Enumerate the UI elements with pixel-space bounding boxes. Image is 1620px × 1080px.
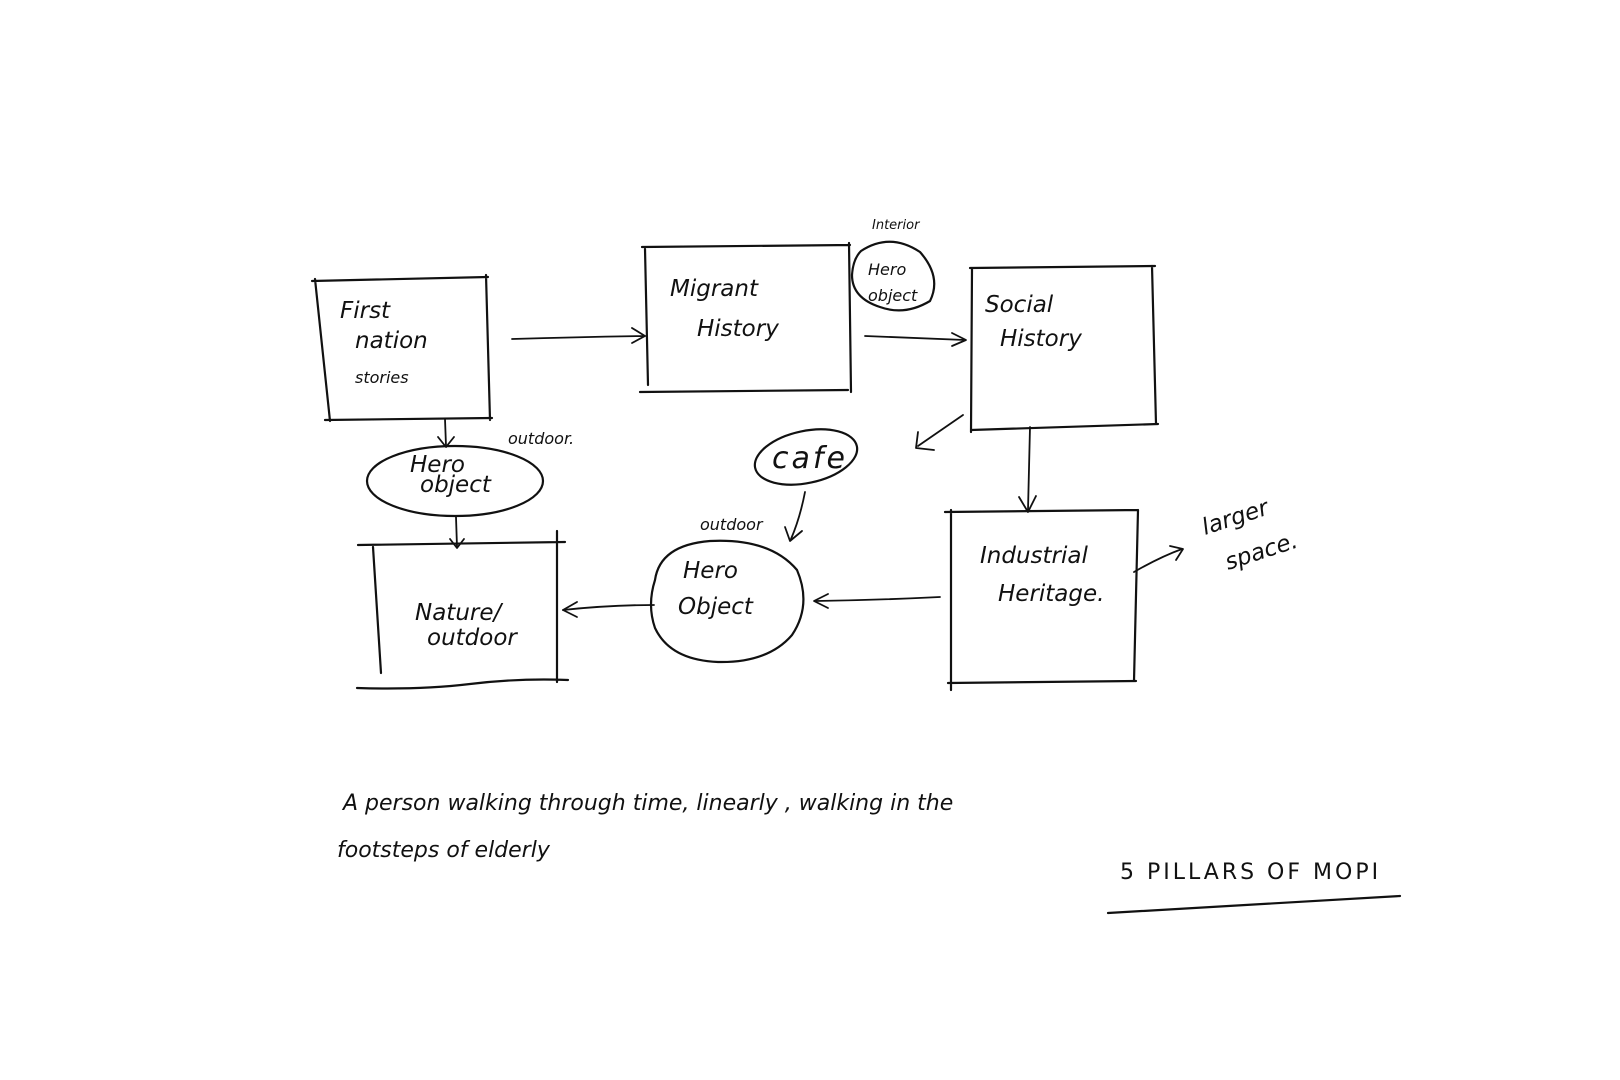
hero-interior-label-line2: object — [868, 286, 918, 305]
first-nation-box: First nation stories — [310, 273, 494, 423]
note-line1: A person walking through time, linearly … — [341, 791, 953, 816]
larger-space-line2: space. — [1222, 528, 1301, 576]
title-text: 5 PILLARS OF MOPI — [1120, 860, 1381, 885]
outdoor-top-tag: outdoor. — [508, 429, 574, 448]
arrow-social-to-cafe — [915, 414, 964, 451]
social-history-box: Social History — [968, 264, 1160, 434]
walking-note: A person walking through time, linearly … — [337, 791, 953, 863]
nature-label-line2: outdoor — [427, 625, 518, 651]
cafe-node: cafe — [753, 428, 859, 486]
hero-object-interior: Hero object Interior — [850, 218, 936, 312]
arrow-first-to-hero-top — [437, 418, 455, 448]
nature-label-line1: Nature/ — [415, 600, 504, 626]
hero-interior-label-line1: Hero — [868, 260, 906, 279]
larger-space-note: larger space. — [1199, 494, 1301, 575]
first-nation-label-line2: nation — [355, 328, 428, 354]
industrial-heritage-box: Industrial Heritage. — [943, 508, 1140, 692]
social-label-line1: Social — [985, 292, 1054, 318]
nature-outdoor-box: Nature/ outdoor — [355, 529, 570, 690]
migrant-label-line1: Migrant — [670, 276, 759, 302]
arrow-hero-top-to-nature — [449, 516, 465, 549]
arrow-industrial-to-larger-space — [1133, 545, 1184, 573]
cafe-label: cafe — [772, 441, 848, 476]
arrow-industrial-to-hero-bottom — [813, 593, 941, 609]
note-line2: footsteps of elderly — [337, 838, 551, 863]
pillars-title: 5 PILLARS OF MOPI — [1106, 860, 1402, 915]
hero-outdoor-top-label-line1: Hero — [410, 452, 465, 478]
arrow-first-to-migrant — [511, 327, 646, 344]
social-label-line2: History — [1000, 326, 1082, 352]
arrow-hero-bottom-to-nature — [562, 601, 655, 618]
first-nation-label-line1: First — [340, 298, 391, 324]
hero-outdoor-top-label-line2: object — [420, 472, 492, 498]
hero-outdoor-bottom-label-line2: Object — [678, 594, 754, 620]
larger-space-line1: larger — [1199, 494, 1273, 540]
arrow-social-to-industrial — [1018, 426, 1037, 513]
interior-tag: Interior — [872, 218, 921, 233]
outdoor-bottom-tag: outdoor — [700, 515, 764, 534]
industrial-label-line2: Heritage. — [998, 581, 1104, 607]
arrow-cafe-to-hero-bottom — [784, 491, 806, 542]
arrow-migrant-to-social — [864, 332, 967, 347]
hero-outdoor-bottom-label-line1: Hero — [683, 558, 738, 584]
first-nation-label-line3: stories — [355, 368, 409, 387]
title-underline — [1106, 894, 1402, 915]
migrant-history-box: Migrant History — [638, 241, 853, 394]
hero-object-outdoor-top: Hero object outdoor. — [365, 429, 574, 518]
hero-object-outdoor-bottom: Hero Object outdoor — [649, 515, 805, 664]
industrial-label-line1: Industrial — [980, 543, 1088, 569]
migrant-label-line2: History — [697, 316, 779, 342]
